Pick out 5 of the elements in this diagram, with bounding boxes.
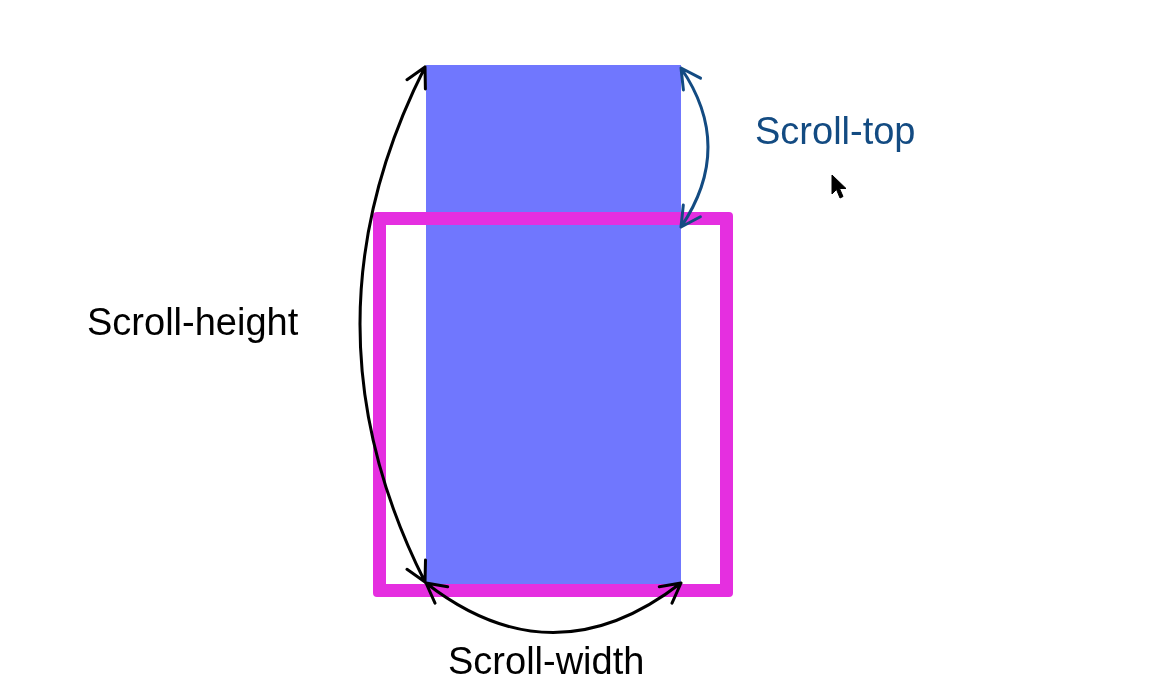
dimension-label: Scroll-width — [448, 639, 645, 683]
viewport-frame — [373, 212, 733, 597]
dimension-label: Scroll-height — [87, 300, 299, 344]
content-rectangle — [426, 65, 681, 585]
dimension-label: Scroll-top — [755, 109, 916, 153]
